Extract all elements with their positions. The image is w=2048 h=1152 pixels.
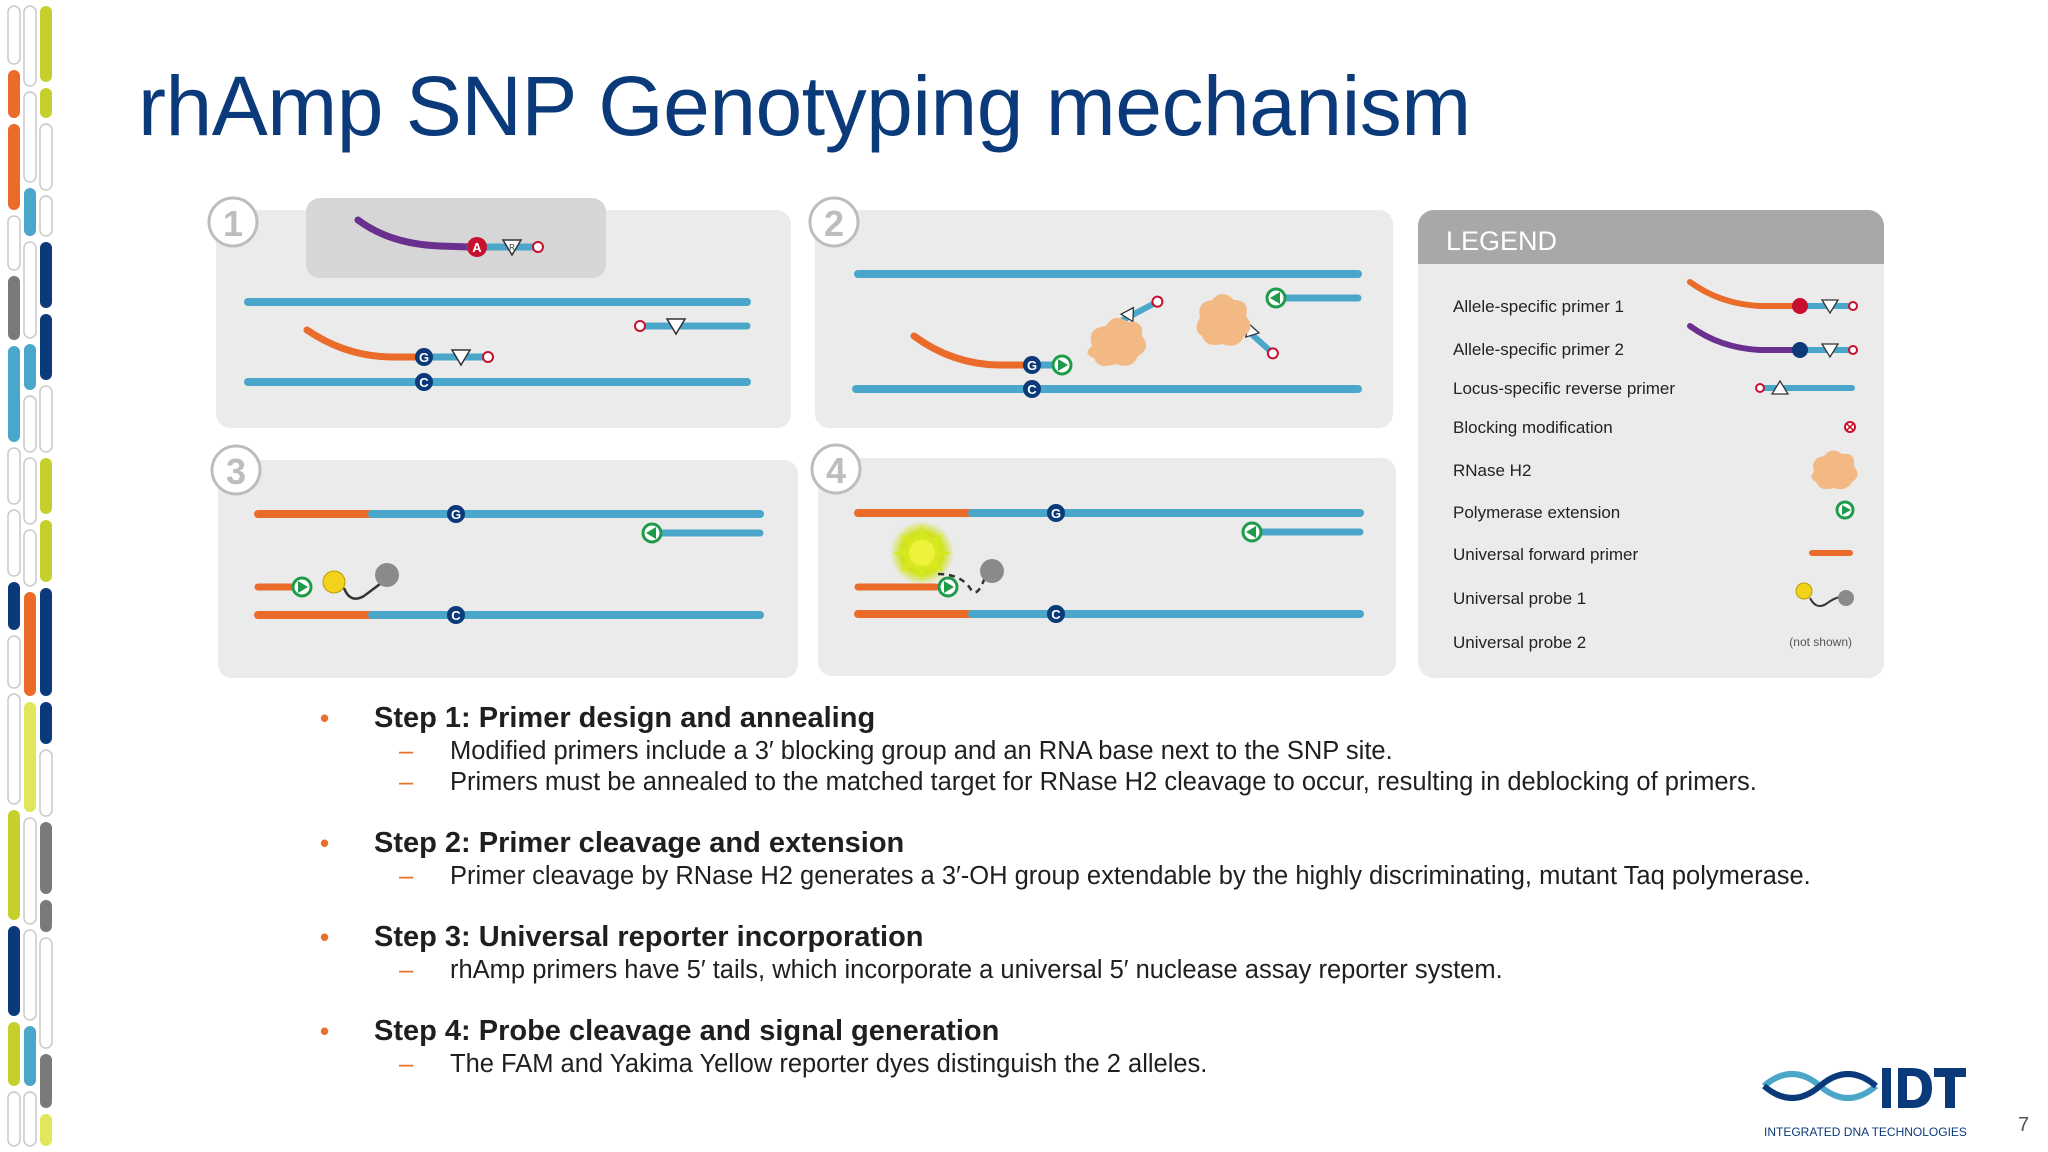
panel-4: G C bbox=[818, 458, 1396, 676]
base-a-label: A bbox=[472, 240, 482, 255]
panel-4-number: 4 bbox=[810, 443, 862, 495]
stripe-column-left bbox=[7, 5, 21, 1147]
step-4-heading-text: Step 4: Probe cleavage and signal genera… bbox=[374, 1015, 1000, 1047]
step-1-heading: • Step 1: Primer design and annealing bbox=[320, 700, 1880, 736]
idt-logo-tagline: INTEGRATED DNA TECHNOLOGIES bbox=[1764, 1125, 1967, 1139]
universal-probe-1-icon bbox=[1795, 582, 1854, 607]
step-3-heading: • Step 3: Universal reporter incorporati… bbox=[320, 919, 1880, 955]
base-c-label: C bbox=[419, 375, 429, 390]
legend-panel: LEGEND Allele-specific primer 1 Allele-s… bbox=[1418, 210, 1884, 678]
base-c-label: C bbox=[451, 608, 461, 623]
dash-icon: – bbox=[399, 737, 414, 765]
legend-item-label: Universal probe 2 bbox=[1453, 633, 1586, 652]
step-3-bullet-1: – rhAmp primers have 5′ tails, which inc… bbox=[320, 955, 1880, 986]
panel-2: G C bbox=[815, 210, 1393, 428]
step-3: • Step 3: Universal reporter incorporati… bbox=[320, 919, 1880, 986]
legend-title: LEGEND bbox=[1446, 226, 1557, 256]
panel-4-number-label: 4 bbox=[826, 450, 846, 491]
step-1-bullet-1-text: Modified primers include a 3′ blocking g… bbox=[450, 737, 1393, 765]
base-g-label: G bbox=[1051, 506, 1061, 521]
legend-item-label: Locus-specific reverse primer bbox=[1453, 379, 1675, 398]
panel-2-number-label: 2 bbox=[824, 203, 844, 244]
rna-base-label: R bbox=[509, 243, 515, 252]
bullet-icon: • bbox=[320, 828, 330, 858]
legend-item-label: Universal probe 1 bbox=[1453, 589, 1586, 608]
panel-1-number: 1 bbox=[207, 196, 259, 248]
legend-item-label: Allele-specific primer 2 bbox=[1453, 340, 1624, 359]
legend-not-shown-note: (not shown) bbox=[1789, 635, 1852, 649]
step-1-bullet-2: – Primers must be annealed to the matche… bbox=[320, 767, 1880, 798]
panel-1: A R G C bbox=[216, 198, 791, 428]
dash-icon: – bbox=[399, 1050, 414, 1078]
dash-icon: – bbox=[399, 862, 414, 890]
panel-3: G C bbox=[218, 460, 798, 678]
base-c-label: C bbox=[1051, 607, 1061, 622]
base-c-label: C bbox=[1027, 382, 1037, 397]
slide-title: rhAmp SNP Genotyping mechanism bbox=[138, 59, 1471, 153]
panel-3-number: 3 bbox=[210, 444, 262, 496]
step-4: • Step 4: Probe cleavage and signal gene… bbox=[320, 1013, 1880, 1080]
legend-item-label: RNase H2 bbox=[1453, 461, 1531, 480]
idt-logo: INTEGRATED DNA TECHNOLOGIES bbox=[1762, 1068, 1967, 1139]
bullet-icon: • bbox=[320, 922, 330, 952]
step-1-heading-text: Step 1: Primer design and annealing bbox=[374, 702, 876, 734]
allele-specific-primer-2-icon bbox=[1687, 323, 1858, 359]
panel-2-number: 2 bbox=[808, 196, 860, 248]
step-4-bullet-1: – The FAM and Yakima Yellow reporter dye… bbox=[320, 1049, 1880, 1080]
polymerase-extension-icon bbox=[1835, 500, 1855, 520]
bullet-icon: • bbox=[320, 1016, 330, 1046]
stripe-column-right bbox=[39, 6, 53, 1146]
base-g-label: G bbox=[1027, 358, 1037, 373]
step-2: • Step 2: Primer cleavage and extension … bbox=[320, 825, 1880, 892]
step-notes: • Step 1: Primer design and annealing – … bbox=[320, 700, 1880, 1107]
dash-icon: – bbox=[399, 768, 414, 796]
panel-1-number-label: 1 bbox=[223, 203, 243, 244]
legend-item-label: Allele-specific primer 1 bbox=[1453, 297, 1624, 316]
bullet-icon: • bbox=[320, 703, 330, 733]
step-1-bullet-1: – Modified primers include a 3′ blocking… bbox=[320, 736, 1880, 767]
legend-item-label: Blocking modification bbox=[1453, 418, 1613, 437]
allele-specific-primer-1-icon bbox=[1687, 279, 1858, 315]
step-3-heading-text: Step 3: Universal reporter incorporation bbox=[374, 921, 924, 953]
blocking-modification-icon bbox=[1844, 421, 1856, 433]
step-2-heading: • Step 2: Primer cleavage and extension bbox=[320, 825, 1880, 861]
base-g-label: G bbox=[419, 350, 429, 365]
panel-3-number-label: 3 bbox=[226, 451, 246, 492]
legend-item-label: Polymerase extension bbox=[1453, 503, 1620, 522]
dash-icon: – bbox=[399, 956, 414, 984]
rnase-h2-icon bbox=[1811, 450, 1858, 490]
step-4-bullet-1-text: The FAM and Yakima Yellow reporter dyes … bbox=[450, 1050, 1208, 1078]
step-4-heading: • Step 4: Probe cleavage and signal gene… bbox=[320, 1013, 1880, 1049]
decorative-dna-stripe bbox=[7, 5, 53, 1147]
stripe-column-middle bbox=[23, 5, 37, 1147]
step-1-bullet-2-text: Primers must be annealed to the matched … bbox=[450, 768, 1757, 796]
step-2-heading-text: Step 2: Primer cleavage and extension bbox=[374, 827, 905, 859]
page-number: 7 bbox=[2018, 1114, 2030, 1136]
step-3-bullet-1-text: rhAmp primers have 5′ tails, which incor… bbox=[450, 956, 1503, 984]
step-2-bullet-1: – Primer cleavage by RNase H2 generates … bbox=[320, 861, 1880, 892]
locus-specific-reverse-primer-icon bbox=[1755, 379, 1855, 395]
step-1: • Step 1: Primer design and annealing – … bbox=[320, 700, 1880, 798]
base-g-label: G bbox=[451, 507, 461, 522]
step-2-bullet-1-text: Primer cleavage by RNase H2 generates a … bbox=[450, 862, 1811, 890]
legend-item-label: Universal forward primer bbox=[1453, 545, 1638, 564]
